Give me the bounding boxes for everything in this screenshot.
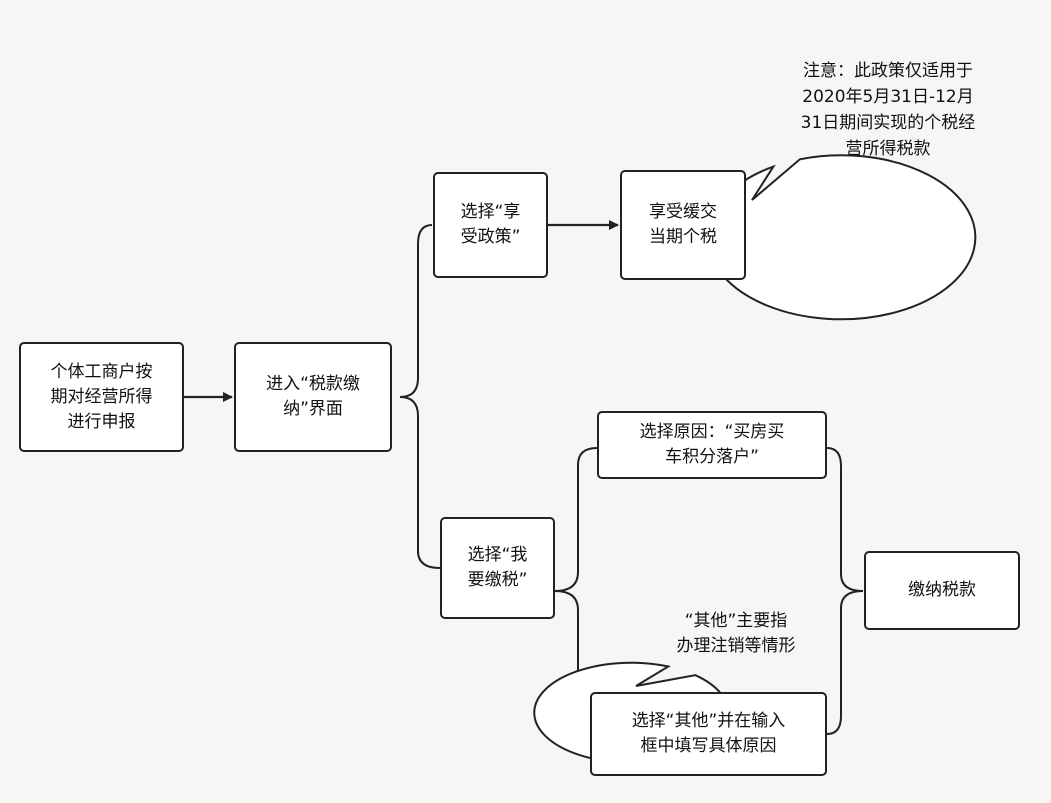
node-pay-tax-label: 缴纳税款: [908, 580, 976, 600]
node-reason-other: 选择“其他”并在输入 框中填写具体原因: [590, 692, 827, 776]
node-reason-other-label: 选择“其他”并在输入 框中填写具体原因: [631, 711, 786, 756]
node-reason-housing: 选择原因：“买房买 车积分落户”: [597, 411, 827, 479]
callout-policy-text: 注意：此政策仅适用于 2020年5月31日-12月 31日期间实现的个税经 营所…: [800, 61, 976, 159]
node-defer-payment-label: 享受缓交 当期个税: [649, 202, 717, 247]
node-choose-policy: 选择“享 受政策”: [433, 172, 548, 278]
callout-bubble-policy: [706, 154, 977, 321]
bracket-reasons-pay: [826, 447, 864, 735]
node-choose-pay: 选择“我 要缴税”: [440, 517, 555, 619]
node-defer-payment: 享受缓交 当期个税: [620, 170, 746, 280]
bracket-enter-choices: [399, 224, 441, 569]
node-enter-tax-page: 进入“税款缴 纳”界面: [234, 342, 392, 452]
node-enter-tax-page-label: 进入“税款缴 纳”界面: [266, 374, 360, 419]
node-reason-housing-label: 选择原因：“买房买 车积分落户”: [639, 422, 785, 467]
node-choose-policy-label: 选择“享 受政策”: [460, 202, 521, 247]
node-start-label: 个体工商户按 期对经营所得 进行申报: [50, 361, 153, 432]
callout-other-text: “其他”主要指 办理注销等情形: [676, 611, 796, 656]
node-pay-tax: 缴纳税款: [864, 551, 1020, 630]
node-choose-pay-label: 选择“我 要缴税”: [467, 545, 528, 590]
node-start: 个体工商户按 期对经营所得 进行申报: [19, 342, 184, 452]
